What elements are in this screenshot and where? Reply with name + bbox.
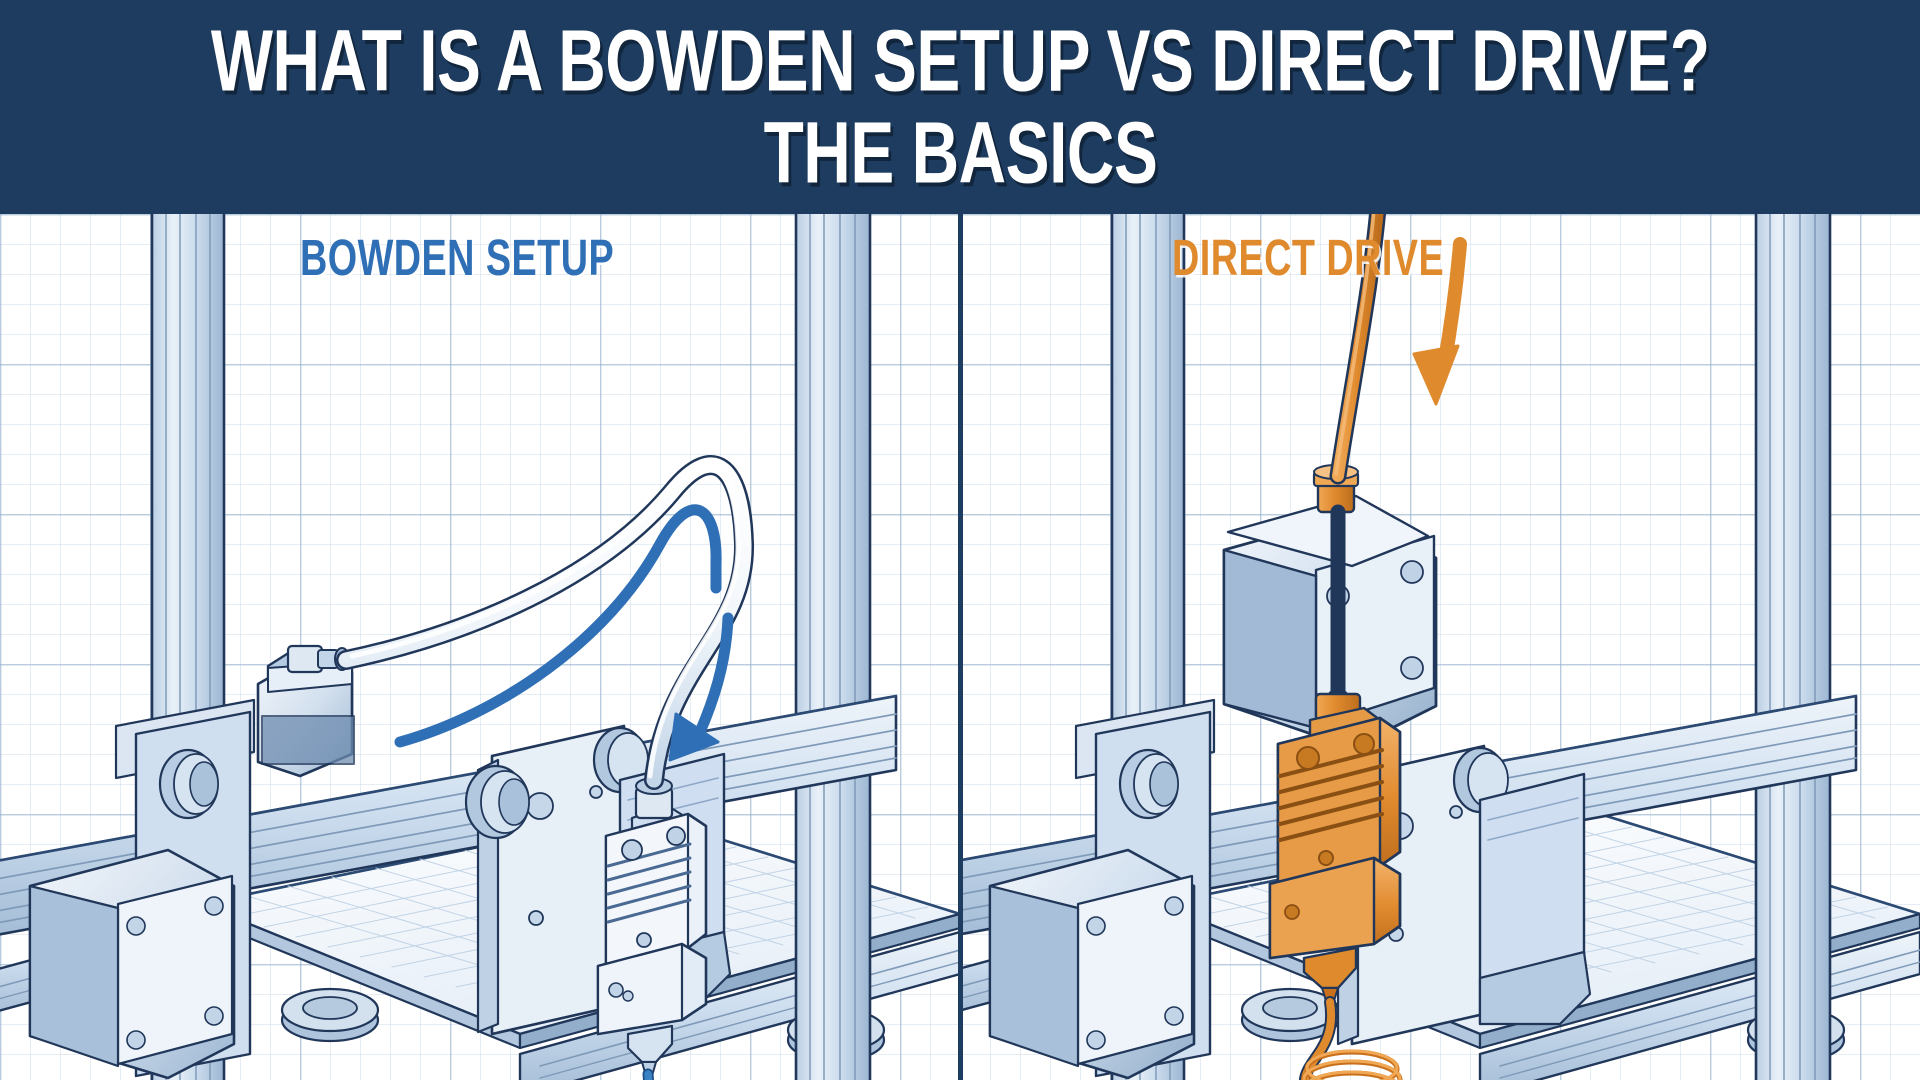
z-axis-frame-column: [794, 214, 872, 1080]
nozzle: [626, 1024, 674, 1077]
bowden-printer-illustration: [0, 214, 960, 1080]
bed-leveling-knob: [280, 987, 380, 1043]
filament-strand: [1329, 214, 1387, 485]
heater-block: [596, 942, 708, 1036]
extruder-stepper-motor: [256, 644, 355, 778]
part-cooling-fan-shroud: [1478, 772, 1592, 1026]
header-banner: WHAT IS A BOWDEN SETUP VS DIRECT DRIVE? …: [0, 0, 1920, 214]
hotend-assembly: [1268, 692, 1402, 1005]
extruded-filament-coil: [643, 1071, 654, 1080]
panel-label-direct-drive: DIRECT DRIVE: [1172, 228, 1445, 287]
idler-pulley: [1118, 748, 1179, 820]
heater-block: [1268, 856, 1402, 960]
heatsink-fins: [1278, 748, 1384, 842]
panel-direct-drive: [960, 214, 1920, 1080]
x-end-stepper-motor: [28, 848, 236, 1080]
direct-drive-printer-illustration: [960, 214, 1920, 1080]
filament-flow-arrow: [394, 504, 734, 762]
x-end-stepper-motor: [988, 848, 1196, 1080]
belt-idler-pulley: [464, 764, 530, 840]
filament-flow-arrow: [1412, 237, 1467, 406]
ptfe-bowden-tube: [336, 455, 755, 790]
hotend-assembly: [596, 777, 708, 1077]
z-axis-frame-column: [1754, 214, 1832, 1080]
panel-divider: [958, 214, 963, 1080]
idler-pulley: [158, 748, 219, 820]
page-title-line-1: WHAT IS A BOWDEN SETUP VS DIRECT DRIVE?: [210, 12, 1710, 109]
panel-bowden-setup: [0, 214, 960, 1080]
heatsink-fins: [606, 842, 692, 924]
page-title-line-2: THE BASICS: [763, 104, 1157, 202]
panel-label-bowden: BOWDEN SETUP: [300, 228, 615, 287]
bed-leveling-knob: [1240, 987, 1340, 1043]
